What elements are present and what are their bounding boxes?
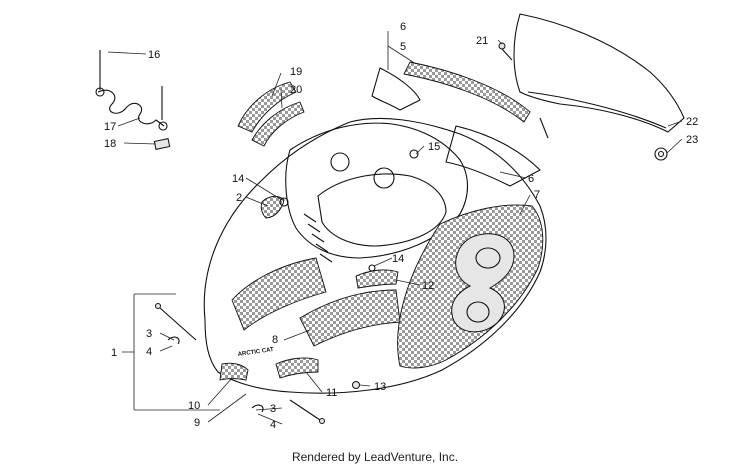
decal-number-8-lower-hole	[466, 301, 490, 323]
hood-front-decal-right	[299, 289, 401, 347]
callout-2: 2	[236, 192, 242, 204]
pivot-rod-upper-end	[155, 303, 161, 309]
callout-11: 11	[326, 387, 337, 399]
windshield-trim-strip	[403, 61, 531, 123]
harness-washer-right	[158, 121, 168, 131]
pivot-clip-upper	[167, 336, 180, 345]
decal-number-8-outer	[451, 233, 515, 333]
hood-nose-vent-11	[275, 357, 319, 379]
callout-5: 5	[400, 41, 406, 53]
windshield-washer-23	[654, 147, 668, 161]
hood-nut-13	[352, 381, 360, 389]
pivot-rod-lower	[289, 399, 321, 421]
callout-18: 18	[104, 138, 116, 150]
callout-14-upper: 14	[232, 173, 244, 185]
callout-numbers: 1 2 3 4 3 4 5 6 6 7 8 9 10 11 12 13 14 1…	[104, 21, 698, 431]
callout-7: 7	[534, 189, 540, 201]
callout-9: 9	[194, 417, 200, 429]
callout-20: 20	[290, 84, 302, 96]
callout-6-top: 6	[400, 21, 406, 33]
callout-6-side: 6	[528, 173, 534, 185]
windshield-bolt	[539, 117, 549, 139]
windshield-screw-shank	[501, 48, 513, 61]
side-decal-left-6	[371, 67, 421, 111]
mirror-bracket-20	[251, 101, 305, 147]
hood-vent-left	[260, 195, 285, 219]
decal-number-8-upper-hole	[475, 247, 501, 269]
hood-nose-vent-10	[219, 362, 249, 381]
callout-1: 1	[111, 347, 117, 359]
windshield-edge	[527, 91, 667, 129]
brand-decal-text: ARCTIC CAT	[237, 347, 274, 358]
callout-17: 17	[104, 121, 116, 133]
callout-22: 22	[686, 116, 698, 128]
callout-19: 19	[290, 66, 302, 78]
hood-gauge-right	[373, 167, 395, 189]
harness-washer-left	[95, 87, 105, 97]
callout-16: 16	[148, 49, 160, 61]
callout-4-upper: 4	[146, 346, 152, 358]
callout-23: 23	[686, 134, 698, 146]
hood-grommet-14-lower	[368, 264, 376, 272]
pivot-clip-lower	[251, 404, 264, 413]
callout-14-lower: 14	[392, 253, 404, 265]
hood-gauge-left	[330, 152, 350, 172]
callout-13: 13	[374, 381, 386, 393]
footer-credit: Rendered by LeadVenture, Inc.	[291, 450, 459, 464]
hood-grille-fins	[303, 213, 333, 263]
leader-lines	[107, 31, 683, 425]
hood-grommet-15	[409, 149, 419, 159]
hood-body	[203, 117, 547, 394]
callout-3-lower: 3	[270, 403, 276, 415]
callout-10: 10	[188, 400, 200, 412]
hood-dash-opening	[317, 173, 447, 247]
callout-8: 8	[272, 334, 278, 346]
hood-cowl	[285, 122, 469, 259]
callout-4-lower: 4	[270, 419, 276, 431]
hood-grommet-14-upper	[279, 197, 289, 207]
side-decal-right-6	[445, 125, 541, 187]
harness-clip-18	[153, 138, 171, 150]
windshield	[513, 13, 685, 133]
pivot-rod-upper	[159, 307, 197, 341]
callout-3-upper: 3	[146, 328, 152, 340]
callout-21: 21	[476, 35, 488, 47]
hood-vent-mid	[355, 269, 399, 289]
callout-15: 15	[428, 141, 440, 153]
harness-coil-17	[97, 89, 165, 127]
windshield-washer-inner	[657, 150, 665, 158]
hood-front-decal-left	[231, 257, 327, 331]
callout-12: 12	[422, 280, 434, 292]
pivot-rod-lower-end	[319, 418, 325, 424]
